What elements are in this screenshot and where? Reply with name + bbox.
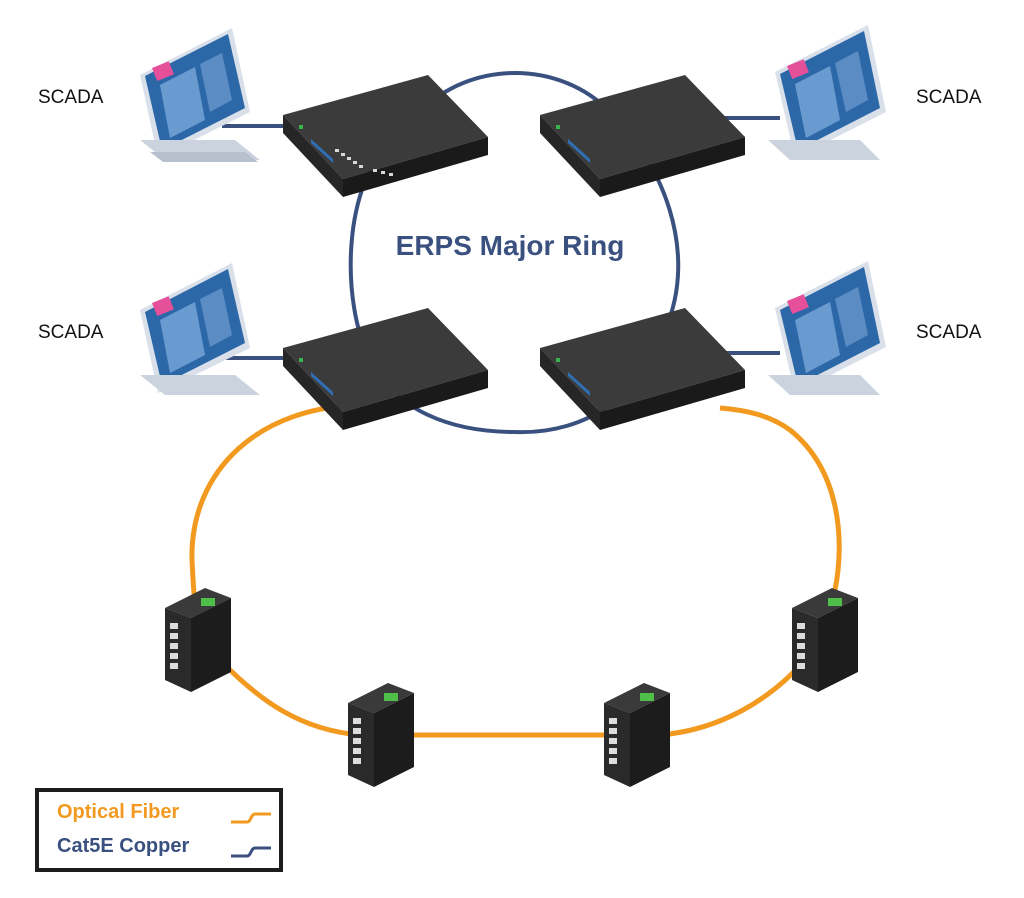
rack-switch-top-right	[540, 75, 745, 197]
din-switch-center-right	[604, 683, 670, 787]
din-switch-right	[792, 588, 858, 692]
rack-switch-top-left	[283, 75, 488, 197]
rack-switch-mid-left	[283, 308, 488, 430]
legend-copper-label: Cat5E Copper	[57, 835, 190, 857]
legend-copper-swatch	[231, 846, 271, 858]
legend: Optical Fiber Cat5E Copper	[35, 788, 283, 872]
scada-workstation-mid-right	[768, 261, 886, 395]
rack-switch-mid-right	[540, 308, 745, 430]
scada-label: SCADA	[38, 87, 104, 108]
scada-workstation-mid-left	[140, 263, 260, 395]
ring-title: ERPS Major Ring	[395, 230, 625, 261]
din-switch-center-left	[348, 683, 414, 787]
scada-workstation-top-right	[768, 25, 886, 160]
legend-fiber-label: Optical Fiber	[57, 801, 180, 823]
legend-fiber-swatch	[231, 812, 271, 824]
scada-workstation-top-left	[140, 28, 260, 162]
fiber-ring	[189, 402, 842, 738]
din-switch-left	[165, 588, 231, 692]
scada-label: SCADA	[916, 87, 982, 108]
scada-label: SCADA	[916, 322, 982, 343]
scada-label: SCADA	[38, 322, 104, 343]
